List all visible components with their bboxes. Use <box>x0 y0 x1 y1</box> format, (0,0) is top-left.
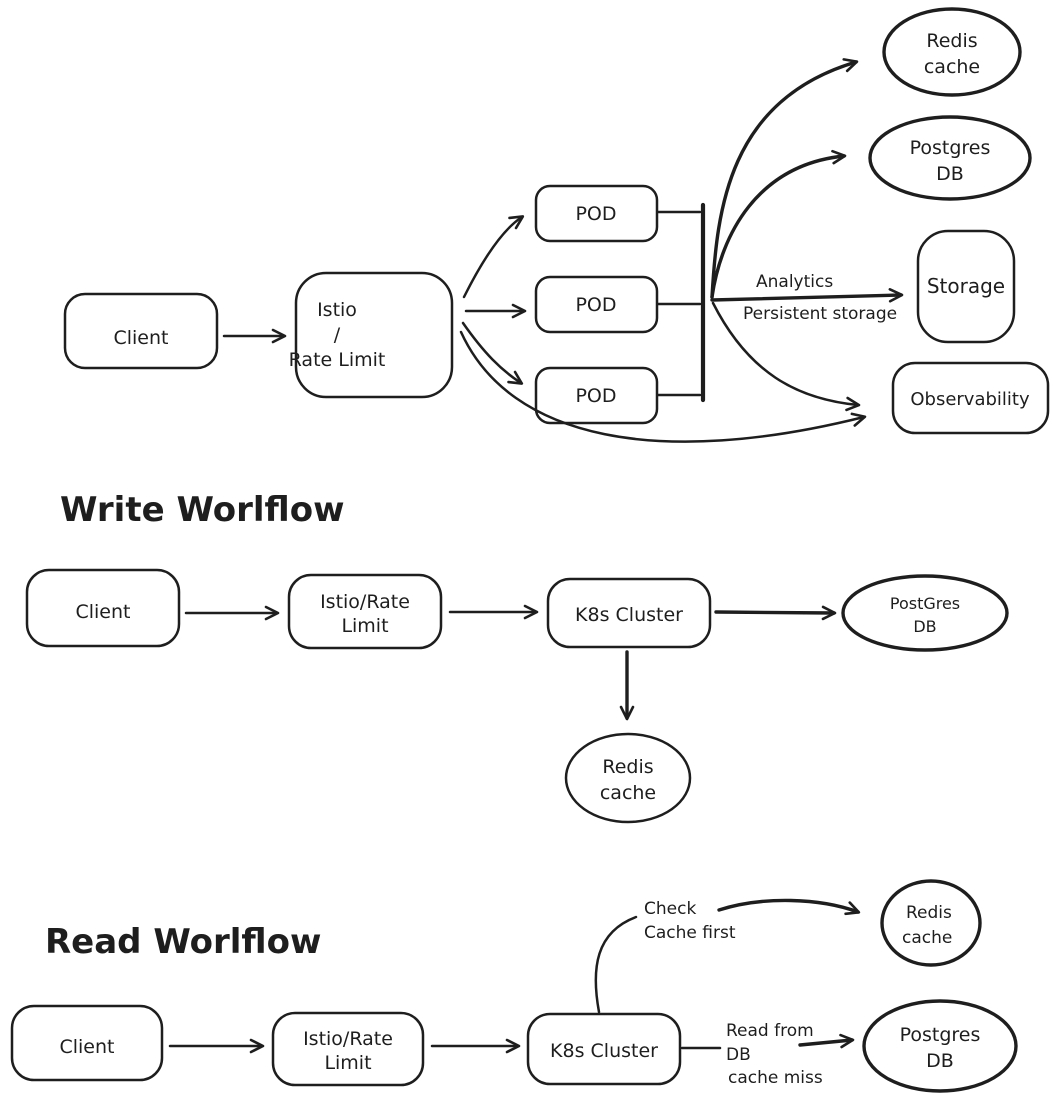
read-title: Read Worlflow <box>45 922 321 962</box>
gateway-box <box>294 271 454 399</box>
redis-ellipse <box>880 879 982 967</box>
client-label: Client <box>113 327 168 349</box>
storage-box <box>916 229 1016 344</box>
redis-ellipse <box>564 732 692 824</box>
read-db-label-line2: DB <box>726 1045 751 1065</box>
overview-storage-node: Storage <box>916 229 1016 344</box>
redis-label-line1: Redis <box>602 756 653 778</box>
postgres-label-line2: DB <box>936 163 964 185</box>
client-box <box>10 1004 164 1082</box>
client-box <box>25 568 181 648</box>
read-postgres-node: Postgres DB <box>862 999 1018 1093</box>
postgres-ellipse <box>868 115 1032 201</box>
write-gateway-node: Istio/Rate Limit <box>287 573 443 650</box>
redis-label-line1: Redis <box>906 903 952 923</box>
arrow-gateway-to-observability <box>459 330 867 443</box>
redis-ellipse <box>882 7 1022 97</box>
postgres-label-line1: Postgres <box>910 137 991 159</box>
arrow-bar-to-postgres <box>710 149 847 299</box>
gateway-box <box>271 1011 425 1087</box>
client-label: Client <box>75 601 130 623</box>
arrow-k8s-to-postgres <box>714 605 837 621</box>
gateway-label-line2: Limit <box>324 1052 371 1074</box>
read-gateway-node: Istio/Rate Limit <box>271 1011 425 1087</box>
analytics-label: Analytics <box>756 272 833 292</box>
observability-label: Observability <box>910 389 1030 410</box>
redis-label-line2: cache <box>600 782 656 804</box>
redis-label-line2: cache <box>924 56 980 78</box>
read-db-label-line3: cache miss <box>728 1068 823 1088</box>
postgres-ellipse <box>862 999 1018 1093</box>
arrow-gateway-to-pod3 <box>461 321 524 385</box>
arrow-bar-to-redis <box>710 58 859 299</box>
arrow-gateway-to-pod1 <box>462 215 525 299</box>
gateway-label-line1: Istio/Rate <box>303 1028 393 1050</box>
overview-client-node: Client <box>63 292 219 370</box>
postgres-label-line2: DB <box>913 617 936 636</box>
check-cache-label-line1: Check <box>644 899 696 919</box>
overview-diagram: Client Istio / Rate Limit POD POD POD <box>63 7 1050 443</box>
postgres-label-line1: Postgres <box>900 1024 981 1046</box>
write-client-node: Client <box>25 568 181 648</box>
arrow-bar-to-storage <box>710 287 904 303</box>
overview-gateway-node: Istio / Rate Limit <box>289 271 454 399</box>
overview-pod3-node: POD <box>534 366 659 425</box>
pod2-label: POD <box>575 294 616 316</box>
gateway-label-line2: / <box>334 324 341 346</box>
pod1-label: POD <box>575 203 616 225</box>
overview-pod1-node: POD <box>534 184 659 243</box>
pod3-label: POD <box>575 385 616 407</box>
overview-redis-node: Redis cache <box>882 7 1022 97</box>
write-k8s-node: K8s Cluster <box>546 577 712 649</box>
arrow-bar-to-observability <box>711 301 861 412</box>
gateway-label-line2: Limit <box>341 615 388 637</box>
overview-pod2-node: POD <box>534 275 659 334</box>
write-diagram: Write Worlflow Client Istio/Rate Limit K… <box>25 490 1009 824</box>
read-client-node: Client <box>10 1004 164 1082</box>
persistent-storage-label: Persistent storage <box>743 304 897 324</box>
write-postgres-node: PostGres DB <box>841 574 1009 652</box>
line-k8s-to-check-note <box>594 915 638 1014</box>
k8s-box <box>526 1012 682 1086</box>
k8s-box <box>546 577 712 649</box>
postgres-label-line1: PostGres <box>890 594 960 613</box>
gateway-label-line1: Istio <box>317 299 357 321</box>
overview-observability-node: Observability <box>891 361 1050 435</box>
gateway-label-line1: Istio/Rate <box>320 591 410 613</box>
read-k8s-node: K8s Cluster <box>526 1012 682 1086</box>
read-db-label-line1: Read from <box>726 1021 814 1041</box>
overview-postgres-node: Postgres DB <box>868 115 1032 201</box>
client-box <box>63 292 219 370</box>
read-diagram: Read Worlflow Client Istio/Rate Limit K8… <box>10 879 1018 1093</box>
arrow-read-to-postgres <box>798 1033 855 1049</box>
postgres-label-line2: DB <box>926 1050 954 1072</box>
redis-label-line1: Redis <box>926 30 977 52</box>
k8s-label: K8s Cluster <box>550 1040 658 1062</box>
check-cache-label-line2: Cache first <box>644 923 736 943</box>
arrow-check-to-redis <box>717 898 861 916</box>
write-redis-node: Redis cache <box>564 732 692 824</box>
write-title: Write Worlflow <box>60 490 345 530</box>
k8s-label: K8s Cluster <box>575 604 683 626</box>
storage-label: Storage <box>927 274 1005 298</box>
postgres-ellipse <box>841 574 1009 652</box>
read-redis-node: Redis cache <box>880 879 982 967</box>
gateway-label-line3: Rate Limit <box>289 349 386 371</box>
client-label: Client <box>59 1036 114 1058</box>
gateway-box <box>287 573 443 650</box>
observability-box <box>891 361 1050 435</box>
redis-label-line2: cache <box>902 928 952 948</box>
pod1-box <box>534 184 659 243</box>
